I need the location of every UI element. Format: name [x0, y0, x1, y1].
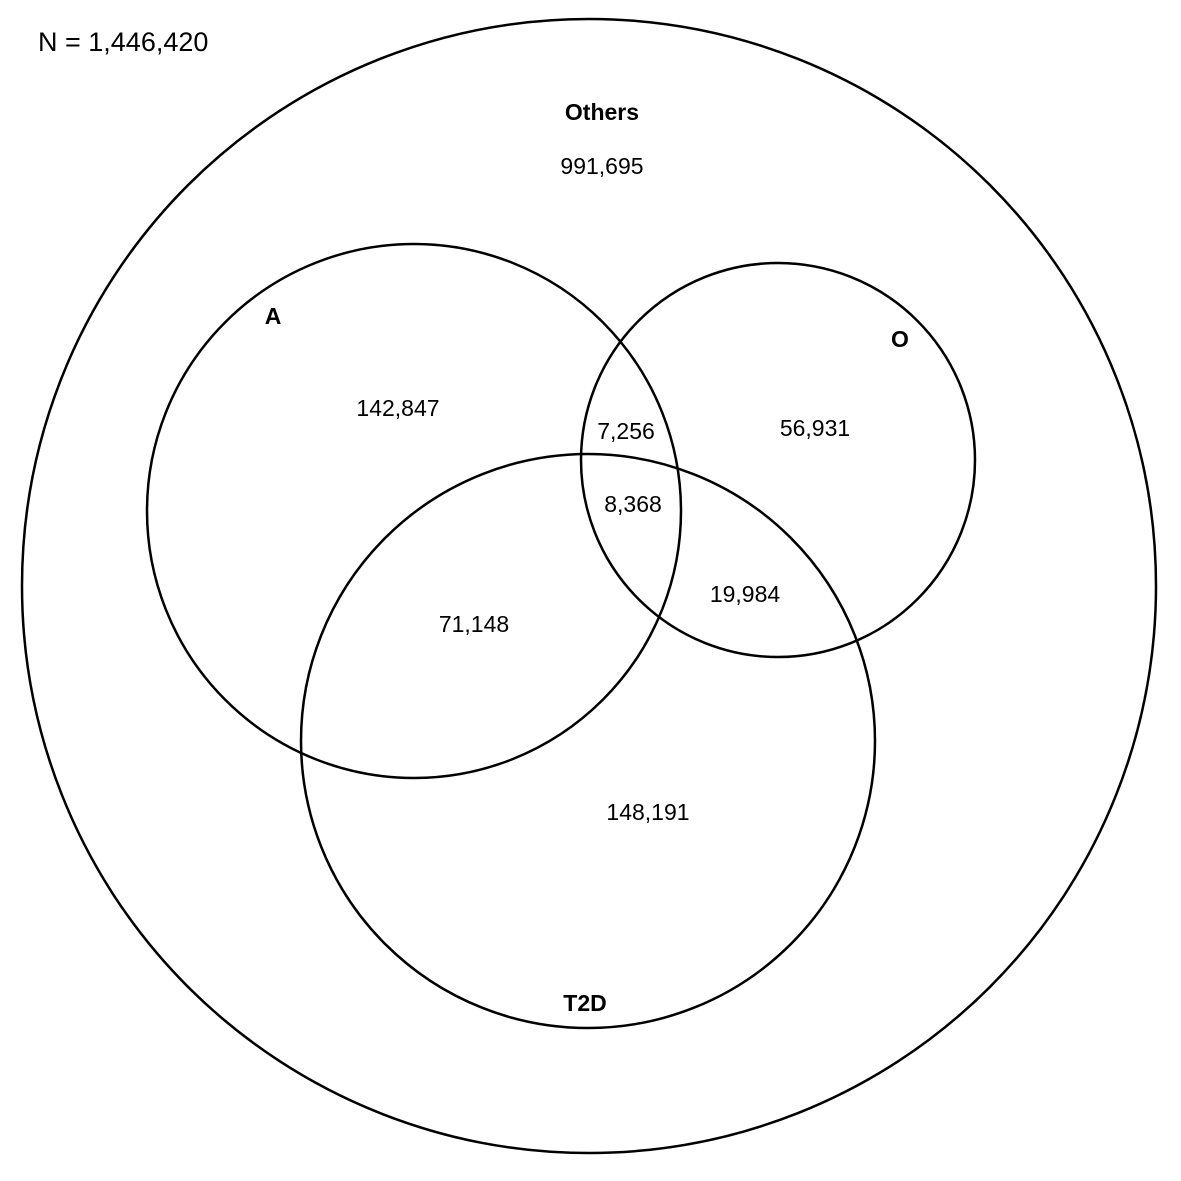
set-a-only-count: 142,847: [356, 395, 439, 421]
set-o-circle: [579, 261, 977, 659]
others-count: 991,695: [560, 153, 643, 179]
set-t2d-label: T2D: [563, 990, 606, 1016]
set-a-label: A: [265, 303, 282, 329]
total-label: N = 1,446,420: [38, 27, 208, 57]
a-t2d-intersection-count: 71,148: [439, 611, 509, 637]
set-o-label: O: [891, 326, 909, 352]
o-t2d-intersection-count: 19,984: [710, 581, 781, 607]
set-t2d-circle: [299, 452, 877, 1030]
set-t2d-only-count: 148,191: [606, 799, 689, 825]
others-label: Others: [565, 99, 639, 125]
set-a-circle: [145, 242, 683, 780]
set-o-only-count: 56,931: [780, 415, 850, 441]
a-o-t2d-intersection-count: 8,368: [604, 491, 662, 517]
a-o-intersection-count: 7,256: [597, 418, 655, 444]
others-circle: [20, 17, 1158, 1155]
